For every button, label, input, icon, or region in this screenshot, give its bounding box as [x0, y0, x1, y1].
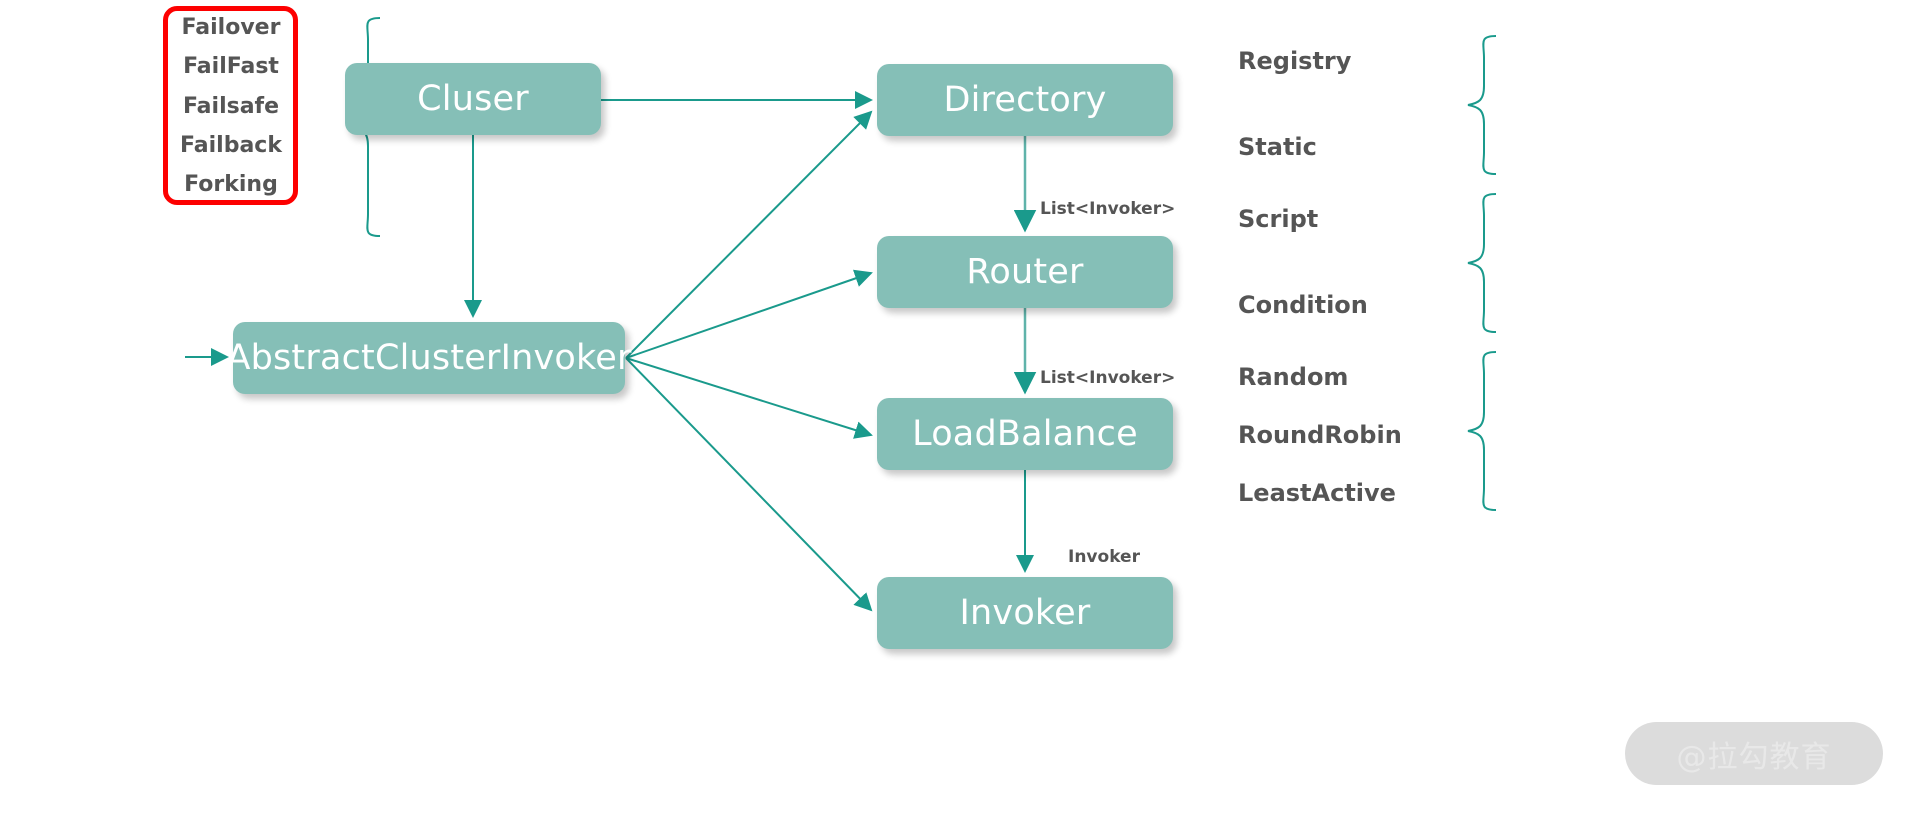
- node-abstract-cluster-invoker-label: AbstractClusterInvoker: [226, 338, 632, 378]
- side-label-router-condition: Condition: [1238, 291, 1368, 319]
- strategy-item-failsafe: Failsafe: [182, 93, 280, 119]
- side-label-directory-registry: Registry: [1238, 47, 1352, 75]
- strategy-item-failover: Failover: [181, 15, 281, 40]
- edge-abstract-to-invoker: [625, 357, 873, 612]
- node-loadbalance[interactable]: LoadBalance: [877, 398, 1173, 470]
- brace-directory-impls: [1467, 35, 1497, 175]
- side-label-router-script: Script: [1238, 205, 1319, 233]
- brace-loadbalance-impls: [1467, 351, 1497, 511]
- strategy-item-failback: Failback: [180, 132, 282, 158]
- watermark-text: @拉勾教育: [1676, 739, 1832, 775]
- edge-label-router-to-loadbalance: List<Invoker>: [1040, 368, 1176, 388]
- brace-router-impls: [1467, 193, 1497, 333]
- node-invoker[interactable]: Invoker: [877, 577, 1173, 649]
- cluster-strategies-list: Failover FailFast Failsafe Failback Fork…: [168, 8, 294, 203]
- side-label-loadbalance-random: Random: [1238, 363, 1349, 391]
- edge-abstract-to-directory: [625, 110, 873, 359]
- cluster-strategies-highlight-box: [163, 6, 298, 205]
- side-label-loadbalance-roundrobin: RoundRobin: [1238, 421, 1402, 449]
- node-directory[interactable]: Directory: [877, 64, 1173, 136]
- node-router-label: Router: [966, 252, 1084, 292]
- edge-abstract-to-loadbalance: [625, 357, 873, 439]
- node-abstract-cluster-invoker[interactable]: AbstractClusterInvoker: [226, 322, 631, 394]
- node-cluser-label: Cluser: [417, 79, 529, 119]
- node-loadbalance-label: LoadBalance: [912, 414, 1138, 454]
- strategy-item-failfast: FailFast: [183, 54, 279, 80]
- side-label-directory-static: Static: [1238, 133, 1317, 161]
- side-label-loadbalance-leastactive: LeastActive: [1238, 479, 1396, 507]
- node-invoker-label: Invoker: [959, 593, 1091, 633]
- edge-label-directory-to-router: List<Invoker>: [1040, 199, 1176, 219]
- edge-abstract-to-router: [625, 269, 873, 359]
- node-directory-label: Directory: [943, 80, 1107, 120]
- watermark-badge: @拉勾教育: [1625, 722, 1883, 785]
- edge-label-loadbalance-to-invoker: Invoker: [1068, 547, 1140, 567]
- strategy-item-forking: Forking: [184, 172, 278, 197]
- node-router[interactable]: Router: [877, 236, 1173, 308]
- node-cluser[interactable]: Cluser: [345, 63, 601, 135]
